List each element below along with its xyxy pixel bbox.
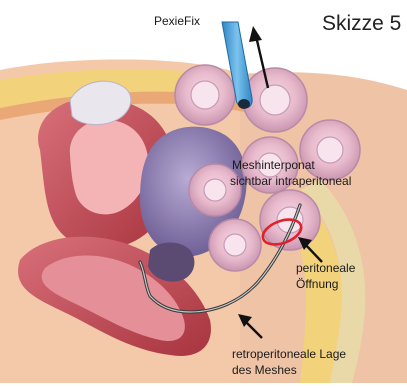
- mesh-label-line2: sichtbar intraperitoneal: [230, 174, 351, 188]
- sketch-title: Skizze 5: [322, 12, 401, 36]
- retroperitoneal-label-line2: des Meshes: [232, 363, 297, 377]
- peritoneal-label-line1: peritoneale: [296, 261, 355, 275]
- retroperitoneal-label-line1: retroperitoneale Lage: [232, 347, 346, 361]
- mesh-label-line1: Meshinterponat: [232, 158, 315, 172]
- pexiefix-label: PexieFix: [154, 14, 200, 28]
- peritoneal-label-line2: Öffnung: [296, 277, 338, 291]
